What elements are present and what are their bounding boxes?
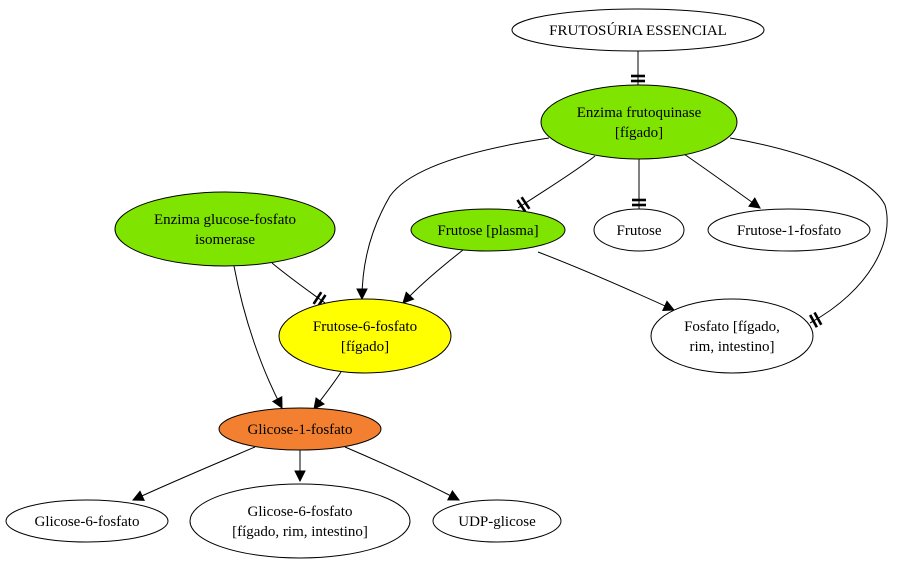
node-label: [fígado]: [615, 125, 663, 141]
edge-line: [233, 265, 283, 409]
arrowhead-icon: [447, 490, 460, 501]
node-udp-glicose: UDP-glicose: [432, 499, 562, 543]
node-ellipse: [650, 298, 814, 374]
node-ellipse: [432, 499, 562, 543]
edge-glicose_1_fosfato-to-udp_glicose: [344, 446, 460, 501]
edge-isomerase-to-glicose_1_fosfato: [233, 265, 283, 409]
node-ellipse: [511, 8, 765, 52]
node-label: Frutose: [617, 223, 662, 239]
node-glicose-6-fosfato: Glicose-6-fosfato: [5, 499, 169, 543]
arrowhead-icon: [131, 490, 145, 501]
arrowhead-icon: [313, 397, 325, 410]
edges-layer: [131, 51, 888, 501]
edge-line: [132, 446, 256, 501]
edge-line: [402, 249, 464, 304]
node-label: rim, intestino]: [690, 339, 775, 355]
node-label: [fígado, rim, intestino]: [232, 524, 368, 540]
edge-frutoquinase-to-frutose_1_fosfato: [683, 153, 761, 209]
node-label: Frutose [plasma]: [437, 223, 538, 239]
edge-line: [361, 137, 550, 300]
arrowhead-icon: [662, 300, 676, 311]
arrowhead-icon: [271, 396, 283, 409]
edge-line: [344, 446, 460, 501]
inhibition-tee-icon: [516, 199, 527, 213]
node-label: isomerase: [195, 232, 255, 248]
node-label: Enzima glucose-fosfato: [154, 212, 296, 228]
node-label: [fígado]: [341, 339, 389, 355]
arrowhead-icon: [402, 291, 415, 304]
edge-frutoquinase-to-frutose_6_fosfato: [356, 137, 550, 301]
node-frutose-plasma: Frutose [plasma]: [410, 208, 566, 252]
node-ellipse: [218, 407, 382, 451]
edge-isomerase-to-frutose_6_fosfato: [271, 262, 327, 308]
arrowhead-icon: [356, 288, 368, 301]
edge-glicose_1_fosfato-to-glicose_6_fosfato: [131, 446, 256, 501]
node-ellipse: [189, 483, 411, 559]
node-frutosuria: FRUTOSÚRIA ESSENCIAL: [511, 8, 765, 52]
node-ellipse: [5, 499, 169, 543]
node-ellipse: [540, 84, 738, 160]
node-frutose-6-fosfato: Frutose-6-fosfato [fígado]: [278, 298, 452, 374]
edge-frutose_6_fosfato-to-glicose_1_fosfato: [313, 371, 342, 410]
node-glicose-1-fosfato: Glicose-1-fosfato: [218, 407, 382, 451]
inhibition-tee-icon: [312, 291, 323, 305]
node-label: Glicose-6-fosfato: [35, 514, 140, 530]
node-frutoquinase: Enzima frutoquinase [fígado]: [540, 84, 738, 160]
node-label: Glicose-1-fosfato: [248, 422, 353, 438]
arrowhead-icon: [748, 197, 761, 209]
edge-glicose_1_fosfato-to-glicose_6_fosfato_tecidos: [294, 450, 306, 483]
edge-line: [271, 262, 326, 304]
inhibition-tee-icon: [520, 196, 531, 210]
node-ellipse: [114, 191, 336, 267]
node-label: UDP-glicose: [458, 514, 536, 530]
edge-frutose_plasma-to-fosfato: [537, 251, 676, 311]
node-fosfato: Fosfato [fígado, rim, intestino]: [650, 298, 814, 374]
node-glicose-6-fosfato-tecidos: Glicose-6-fosfato [fígado, rim, intestino…: [189, 483, 411, 559]
edge-frutoquinase-to-fosfato: [729, 137, 888, 328]
node-label: FRUTOSÚRIA ESSENCIAL: [549, 22, 727, 39]
arrowhead-icon: [294, 470, 306, 483]
edge-line: [537, 251, 675, 311]
edge-frutose_plasma-to-frutose_6_fosfato: [402, 249, 464, 304]
node-frutose-1-fosfato: Frutose-1-fosfato: [707, 208, 871, 252]
edge-frutosuria-to-frutoquinase: [631, 51, 645, 85]
inhibition-tee-icon: [808, 314, 819, 328]
node-label: Fosfato [fígado,: [684, 319, 780, 335]
node-ellipse: [593, 208, 685, 252]
node-ellipse: [410, 208, 566, 252]
edge-line: [517, 155, 596, 209]
edge-frutoquinase-to-frutose_plasma: [516, 155, 596, 213]
node-label: Frutose-6-fosfato: [313, 319, 417, 335]
edge-frutoquinase-to-frutose: [632, 159, 646, 209]
node-label: Glicose-6-fosfato: [248, 504, 353, 520]
node-isomerase: Enzima glucose-fosfato isomerase: [114, 191, 336, 267]
node-ellipse: [278, 298, 452, 374]
edge-line: [683, 153, 761, 209]
node-ellipse: [707, 208, 871, 252]
edge-line: [729, 137, 888, 324]
inhibition-tee-icon: [813, 311, 823, 326]
nodes-layer: FRUTOSÚRIA ESSENCIAL Enzima frutoquinase […: [5, 8, 871, 559]
node-label: Frutose-1-fosfato: [737, 223, 841, 239]
node-frutose: Frutose: [593, 208, 685, 252]
node-label: Enzima frutoquinase: [577, 105, 702, 121]
